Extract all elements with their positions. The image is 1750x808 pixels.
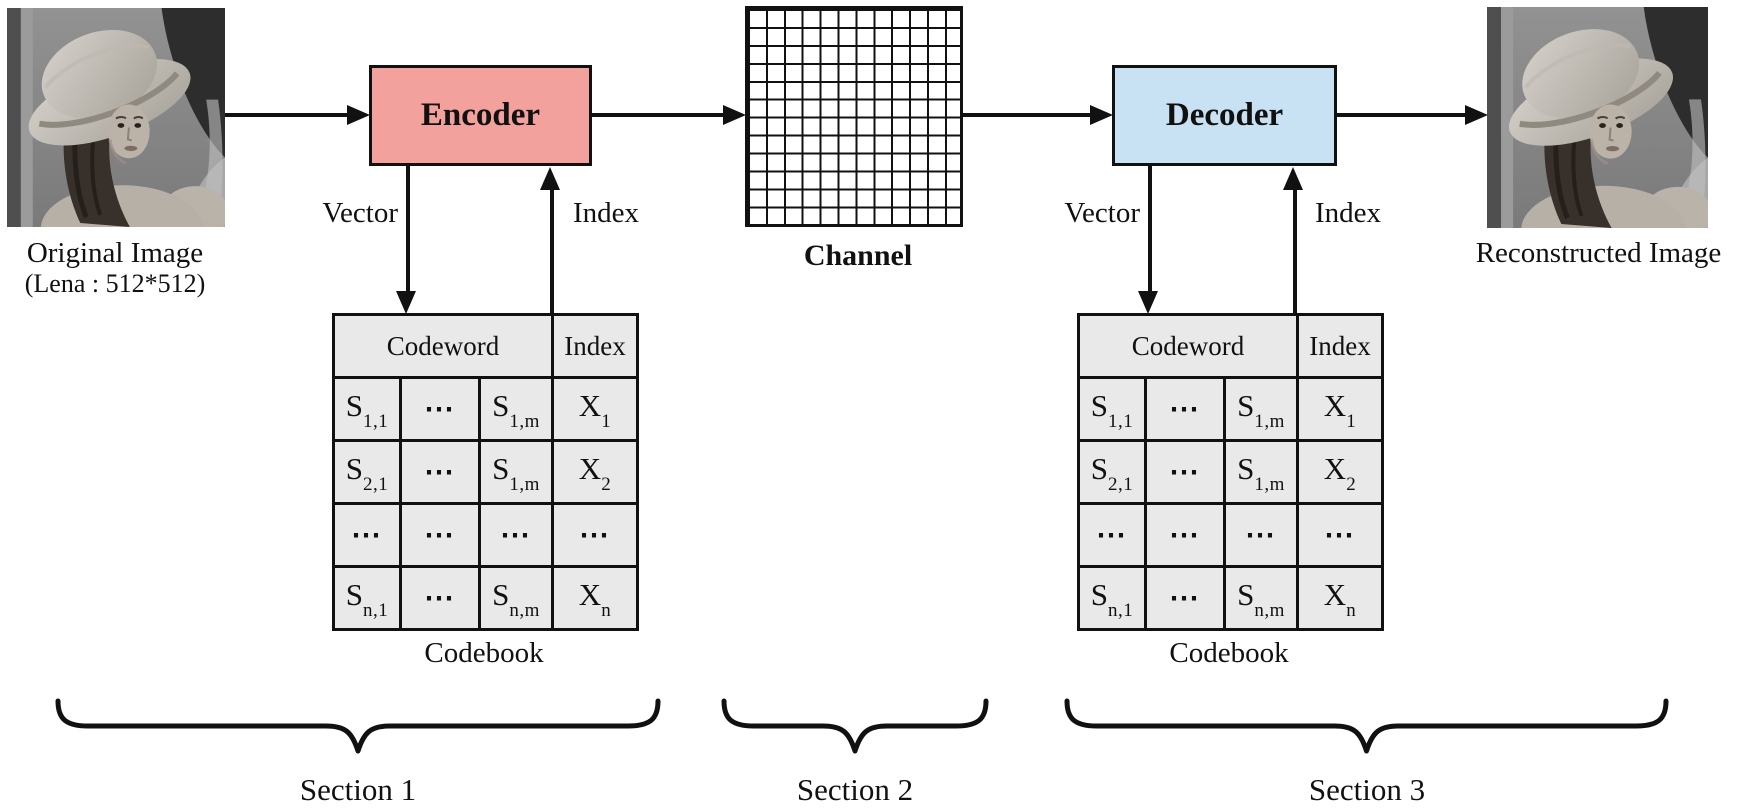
arrow-decoder-index-up (1293, 188, 1297, 313)
section-3-brace (1064, 698, 1669, 754)
arrowhead-channel-to-decoder (1090, 105, 1113, 125)
codebook-cell: X1 (551, 376, 639, 442)
index-header: Index (1296, 313, 1384, 379)
arrow-image-to-encoder (225, 113, 349, 117)
codebook-cell: ⋯ (1296, 502, 1384, 568)
codebook-cell: ⋯ (399, 439, 481, 505)
arrow-decoder-vector-down (1148, 166, 1152, 293)
codebook-cell: ⋯ (551, 502, 639, 568)
index-label-right: Index (1315, 197, 1382, 229)
codebook-row: ⋯⋯⋯⋯ (332, 502, 639, 568)
channel-label: Channel (803, 239, 913, 272)
codebook-cell: ⋯ (1144, 439, 1226, 505)
section-3-label: Section 3 (1308, 772, 1426, 807)
arrowhead-image-to-encoder (347, 105, 370, 125)
codebook-cell: ⋯ (332, 502, 402, 568)
arrow-channel-to-decoder (963, 113, 1092, 117)
section-2-brace (721, 698, 989, 754)
section-2-label: Section 2 (796, 772, 914, 807)
codeword-header: Codeword (1077, 313, 1299, 379)
decoder-box: Decoder (1112, 65, 1337, 166)
codebook-header-row: Codeword Index (332, 313, 639, 379)
section-1-label: Section 1 (299, 772, 417, 807)
original-lena-image (7, 8, 225, 227)
encoder-box: Encoder (369, 65, 592, 166)
codebook-cell: ⋯ (1077, 502, 1147, 568)
codebook-cell: S1,m (478, 376, 554, 442)
original-image-subcaption: (Lena : 512*512) (24, 269, 206, 298)
arrowhead-decoder-index-up (1283, 167, 1303, 190)
codebook-cell: S1,1 (1077, 376, 1147, 442)
channel-grid (745, 6, 963, 227)
codebook-cell: X2 (1296, 439, 1384, 505)
codebook-cell: Sn,m (478, 565, 554, 631)
codebook-cell: ⋯ (1144, 502, 1226, 568)
section-1-brace (55, 698, 661, 754)
encoder-codebook-caption: Codebook (424, 637, 544, 669)
arrowhead-encoder-to-channel (723, 105, 746, 125)
codebook-cell: X1 (1296, 376, 1384, 442)
codebook-cell: ⋯ (478, 502, 554, 568)
arrowhead-decoder-vector-down (1138, 291, 1158, 314)
codebook-cell: S2,1 (332, 439, 402, 505)
codebook-cell: S2,1 (1077, 439, 1147, 505)
decoder-codebook-caption: Codebook (1169, 637, 1289, 669)
codebook-cell: ⋯ (399, 376, 481, 442)
codebook-cell: S1,m (1223, 376, 1299, 442)
codebook-row: ⋯⋯⋯⋯ (1077, 502, 1384, 568)
reconstructed-image-caption: Reconstructed Image (1475, 237, 1722, 269)
codebook-cell: ⋯ (399, 565, 481, 631)
codebook-cell: ⋯ (1223, 502, 1299, 568)
reconstructed-lena-image (1487, 7, 1708, 228)
original-image-caption: Original Image (26, 237, 204, 269)
codebook-cell: ⋯ (1144, 565, 1226, 631)
codebook-cell: Xn (1296, 565, 1384, 631)
codebook-cell: Xn (551, 565, 639, 631)
arrow-encoder-vector-down (406, 166, 410, 293)
codebook-cell: Sn,m (1223, 565, 1299, 631)
codebook-cell: ⋯ (1144, 376, 1226, 442)
codebook-cell: X2 (551, 439, 639, 505)
codebook-cell: S1,m (1223, 439, 1299, 505)
codebook-cell: Sn,1 (1077, 565, 1147, 631)
arrowhead-decoder-to-image (1465, 105, 1488, 125)
arrow-encoder-index-up (550, 188, 554, 313)
index-header: Index (551, 313, 639, 379)
codebook-header-row: Codeword Index (1077, 313, 1384, 379)
codebook-cell: S1,1 (332, 376, 402, 442)
arrowhead-encoder-index-up (540, 167, 560, 190)
codeword-header: Codeword (332, 313, 554, 379)
vector-label-left: Vector (322, 197, 398, 229)
arrow-decoder-to-image (1337, 113, 1467, 117)
codebook-cell: Sn,1 (332, 565, 402, 631)
arrow-encoder-to-channel (592, 113, 725, 117)
index-label-left: Index (573, 197, 640, 229)
codebook-cell: S1,m (478, 439, 554, 505)
encoder-label: Encoder (420, 97, 541, 133)
codebook-cell: ⋯ (399, 502, 481, 568)
vector-label-right: Vector (1064, 197, 1140, 229)
decoder-label: Decoder (1165, 97, 1284, 133)
arrowhead-encoder-vector-down (396, 291, 416, 314)
